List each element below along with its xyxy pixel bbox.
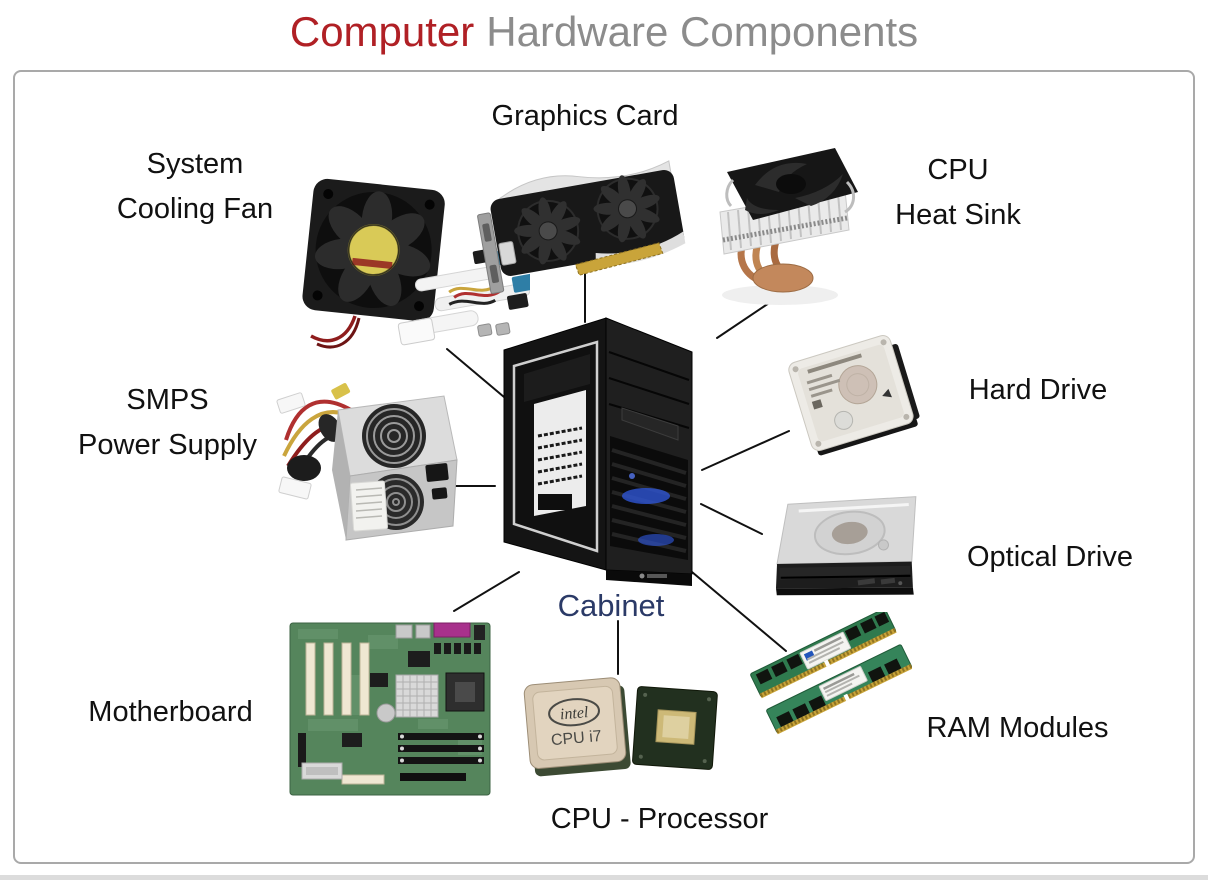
label-ram-modules: RAM Modules — [926, 712, 1109, 744]
line-cabinet-cooling-fan — [446, 348, 505, 398]
line-cabinet-motherboard — [453, 571, 520, 612]
line-cabinet-heat-sink — [716, 298, 776, 339]
bottom-edge — [0, 875, 1208, 880]
label-cpu-processor: CPU - Processor — [550, 803, 769, 835]
hard-drive-image — [783, 326, 928, 468]
cabinet-image — [494, 308, 706, 593]
smps-image — [276, 368, 461, 553]
cpu-processor-image: intel CPU i7 — [515, 665, 720, 790]
label-cabinet: Cabinet — [557, 588, 665, 623]
ram-modules-image — [742, 612, 912, 767]
label-hard-drive: Hard Drive — [968, 374, 1108, 406]
label-motherboard: Motherboard — [88, 696, 253, 728]
title-word-computer: Computer — [289, 8, 475, 55]
cooling-fan-image — [295, 168, 530, 360]
label-graphics-card: Graphics Card — [491, 100, 679, 132]
label-cooling-fan: System Cooling Fan — [116, 148, 274, 225]
label-cpu-heat-sink: CPU Heat Sink — [895, 154, 1021, 231]
title-word-rest: Hardware Components — [486, 8, 919, 55]
label-optical-drive: Optical Drive — [967, 541, 1133, 573]
graphics-card-image — [472, 136, 702, 308]
optical-drive-image — [763, 483, 938, 618]
line-cabinet-ram — [691, 571, 787, 652]
line-cabinet-optical-drive — [700, 503, 763, 535]
label-smps: SMPS Power Supply — [78, 384, 257, 461]
motherboard-image — [278, 615, 503, 805]
cpu-brand-text: intel — [559, 704, 589, 723]
line-cabinet-hard-drive — [701, 430, 790, 471]
cpu-model-text: CPU i7 — [550, 728, 602, 749]
cpu-heat-sink-image — [695, 140, 870, 312]
